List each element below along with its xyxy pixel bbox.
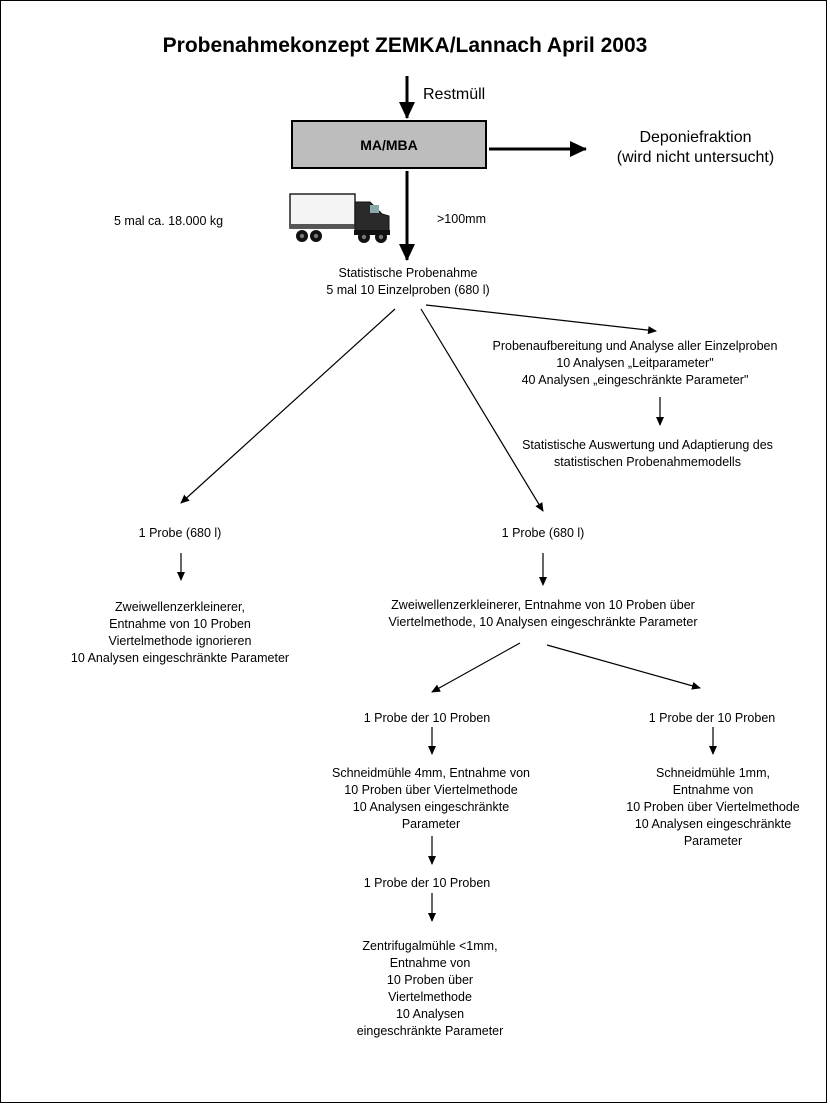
truck-icon — [289, 193, 390, 243]
probe-mid-label: 1 Probe (680 l) — [501, 526, 585, 540]
zweiwellen-mid-text: Zweiwellenzerkleinerer, Entnahme von 10 … — [388, 598, 698, 629]
probe-of-10-b: 1 Probe der 10 Proben — [648, 711, 776, 725]
arrow-stat-to-left — [180, 308, 396, 504]
probe-of-10-a: 1 Probe der 10 Proben — [363, 711, 491, 725]
truck-load-label: 5 mal ca. 18.000 kg — [114, 214, 224, 228]
probenaufbereitung-text: Probenaufbereitung und Analyse aller Ein… — [492, 339, 778, 387]
arrow-stat-to-mid — [420, 308, 544, 512]
probe-of-10-c: 1 Probe der 10 Proben — [363, 876, 491, 890]
statistische-auswertung-text: Statistische Auswertung und Adaptierung … — [522, 438, 773, 469]
oversize-label: >100mm — [437, 212, 486, 226]
zweiwellen-left-text: Zweiwellenzerkleinerer, Entnahme von 10 … — [70, 600, 290, 665]
zentrifugalmuehle-text: Zentrifugalmühle <1mm, Entnahme von 10 P… — [356, 939, 504, 1038]
arrow-stat-to-aufbereitung — [425, 304, 657, 335]
process-box: MA/MBA — [291, 120, 487, 169]
arrow-zweiwellen-to-a — [431, 642, 521, 693]
deponiefraktion-label: Deponiefraktion (wird nicht untersucht) — [616, 129, 775, 166]
arrow-zweiwellen-to-b — [546, 644, 701, 690]
restmuell-label: Restmüll — [423, 86, 486, 103]
diagram-title: Probenahmekonzept ZEMKA/Lannach April 20… — [162, 34, 648, 57]
probe-left-label: 1 Probe (680 l) — [138, 526, 222, 540]
schneidmuehle-1mm-text: Schneidmühle 1mm, Entnahme von 10 Proben… — [626, 766, 800, 848]
schneidmuehle-4mm-text: Schneidmühle 4mm, Entnahme von 10 Proben… — [331, 766, 531, 831]
statistische-probenahme: Statistische Probenahme 5 mal 10 Einzelp… — [326, 266, 490, 297]
process-label: MA/MBA — [360, 136, 418, 153]
